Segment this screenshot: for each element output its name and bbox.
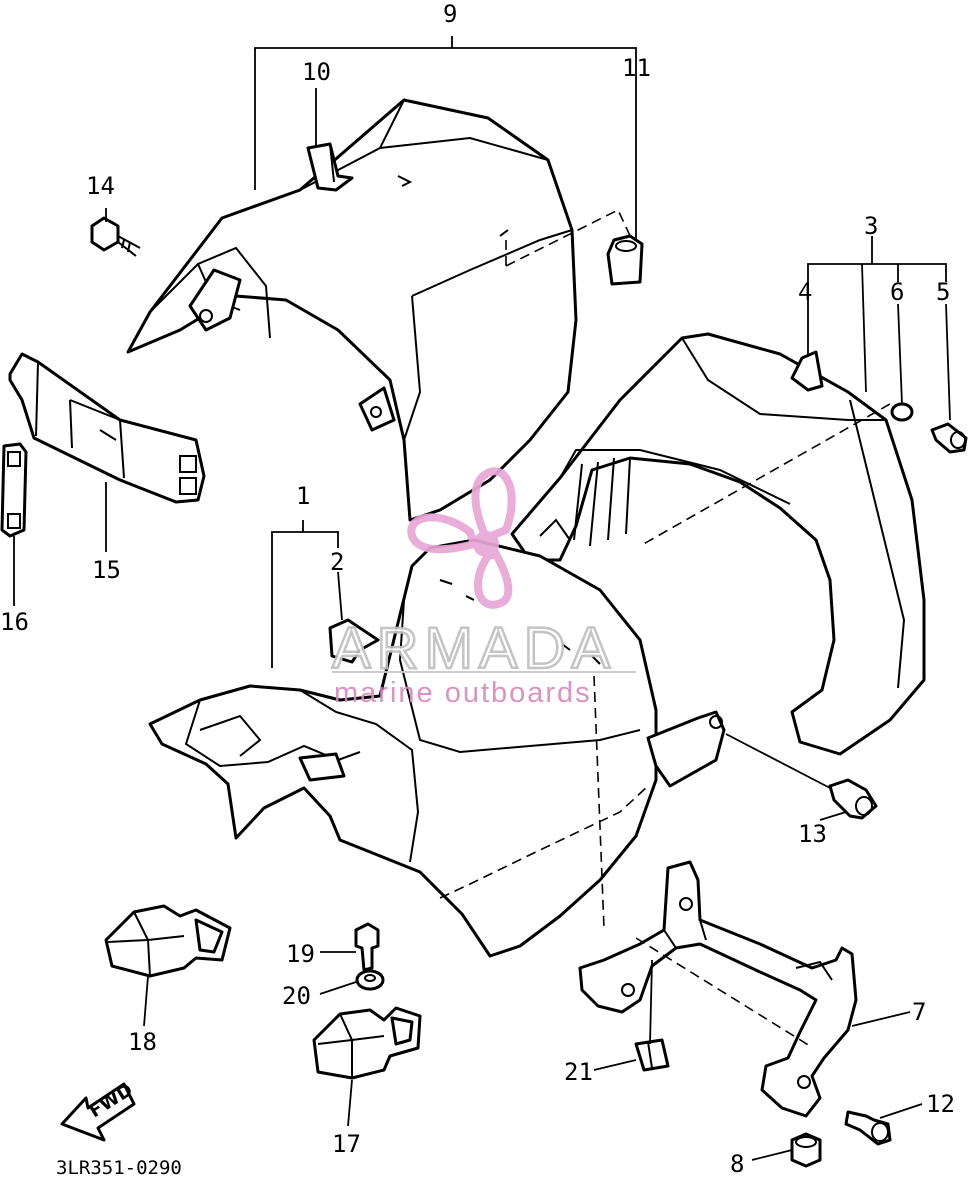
nut-8 [790, 1132, 822, 1168]
leader-lines [13, 208, 923, 1161]
bolt-12 [844, 1110, 892, 1146]
strap-16 [0, 442, 28, 538]
callout-3: 3 [864, 212, 878, 240]
seat-lock-17 [312, 1006, 422, 1080]
callout-17: 17 [332, 1130, 361, 1158]
forward-arrow: FWD [60, 1079, 137, 1142]
washer-6 [890, 402, 914, 422]
callout-5: 5 [936, 278, 950, 306]
seat-side-bracket [646, 710, 726, 788]
diagram-code: 3LR351-0290 [56, 1157, 182, 1179]
callout-12: 12 [926, 1090, 955, 1118]
grommet-11 [606, 234, 644, 286]
washer-20 [355, 969, 385, 991]
seat-tab-10 [306, 142, 354, 192]
callout-13: 13 [798, 820, 827, 848]
rear-seat-3 [510, 332, 926, 756]
callout-16: 16 [0, 608, 29, 636]
callout-20: 20 [282, 982, 311, 1010]
callout-8: 8 [730, 1150, 744, 1178]
propeller-logo-icon [407, 467, 516, 609]
watermark-tagline: marine outboards [334, 677, 592, 709]
seat-tab-4 [790, 350, 824, 392]
callout-1: 1 [296, 482, 310, 510]
callout-15: 15 [92, 556, 121, 584]
seat-cover-9 [126, 98, 633, 522]
watermark: ARMADA marine outboards [331, 467, 636, 709]
callout-14: 14 [86, 172, 115, 200]
seat-lock-18 [104, 904, 232, 978]
callout-18: 18 [128, 1028, 157, 1056]
callout-7: 7 [912, 998, 926, 1026]
bolt-14 [90, 216, 141, 257]
callout-2: 2 [330, 548, 344, 576]
callout-brackets [254, 36, 951, 668]
seat-tab-2 [328, 618, 380, 664]
clip-21 [634, 1038, 670, 1072]
callout-4: 4 [798, 278, 812, 306]
seat-lock-frame-7 [578, 860, 858, 1118]
callout-6: 6 [890, 278, 904, 306]
callout-11: 11 [622, 54, 651, 82]
front-seat-1 [148, 538, 658, 958]
bolt-19 [354, 922, 380, 972]
bracket-15 [8, 352, 206, 504]
bolt-13 [725, 733, 878, 820]
screw-5 [930, 422, 968, 454]
callout-10: 10 [302, 58, 331, 86]
callout-9: 9 [443, 0, 457, 28]
callout-21: 21 [564, 1058, 593, 1086]
callout-19: 19 [286, 940, 315, 968]
